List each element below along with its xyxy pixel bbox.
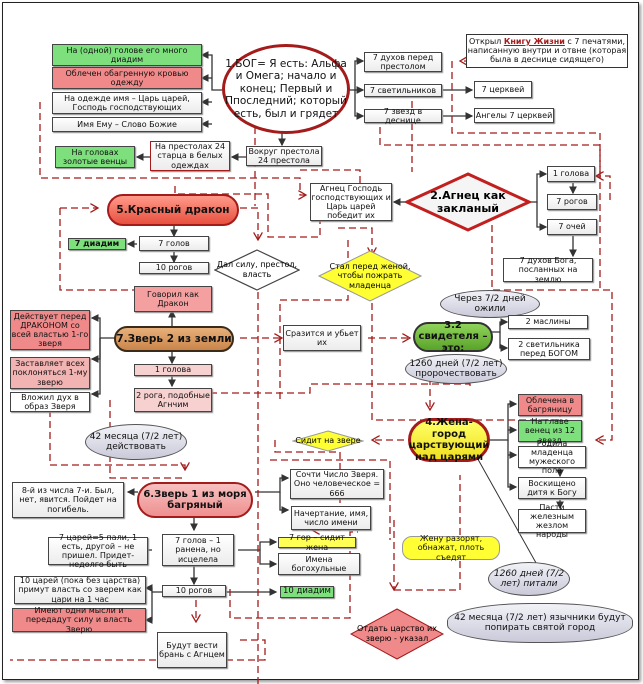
beast1-heads: 7 голов – 1 ранена, но исцелела [162, 534, 234, 566]
stood-before-woman: Стал перед женой, чтобы пожрать младенца [318, 250, 422, 302]
war-with-lamb: Будут вести брань с Агнцем [157, 632, 227, 668]
book-of-life-note: Открыл Книгу Жизни с 7 печатями, написан… [466, 34, 628, 68]
sits-on-beast: Сидит на звере [292, 430, 364, 452]
node-lamb[interactable]: 2.Агнец как закланый [405, 172, 531, 232]
god-attr-diadems: На (одной) голове его много диадим [52, 44, 202, 66]
node-beast-2-earth[interactable]: 7.Зверь 2 из земли [114, 326, 234, 352]
woman-1260-days: 1260 дней (7/2 лет) питали [488, 562, 570, 596]
give-kingdom-decision: Отдать царство их зверю - указал [350, 608, 444, 660]
dragon-diadems: 7 диадим [68, 238, 126, 250]
spoke-like-dragon: Говорил как Дракон [134, 286, 212, 312]
golden-crowns: На головах золотые венцы [55, 146, 135, 168]
lamb-title: 2.Агнец как закланый [430, 188, 506, 215]
two-lamps: 2 светильника перед БОГОМ [508, 338, 590, 360]
stood-text: Стал перед женой, чтобы пожрать младенца [329, 261, 411, 290]
god-attr-word: Имя Ему – Слово Божие [52, 117, 202, 132]
beast2-42-months: 42 месяца (7/2 лет) действовать [85, 424, 187, 460]
lamb-horns: 7 рогов [547, 194, 597, 210]
clothed-purple: Облечена в багряницу [518, 394, 582, 416]
gave-power-text: Дал силу, престол, власть [216, 260, 298, 279]
node-red-dragon[interactable]: 5.Красный дракон [107, 194, 239, 226]
book-highlight: Книгу Жизни [503, 37, 565, 46]
node-woman-city[interactable]: 4.Жена-город царствующий над царями [408, 417, 490, 463]
sits-text: Сидит на звере [295, 436, 361, 446]
seven-lamps: 7 светильников [364, 84, 442, 97]
gave-power-decision: Дал силу, престол, власть [214, 249, 300, 291]
two-olives: 2 маслины [508, 315, 588, 329]
beast1-horns: 10 рогов [162, 585, 226, 597]
beast2-horns: 2 рога, подобные Агнчим [134, 388, 212, 412]
elders-24: На престолах 24 старца в белых одеждах [150, 141, 230, 171]
number-666: Сочти Число Зверя. Оно человеческое = 66… [290, 469, 384, 499]
ten-kings: 10 царей (пока без царства) примут власт… [14, 576, 146, 604]
node-god[interactable]: 1.БОГ= Я есть: Альфа и Омега; начало и к… [222, 44, 350, 134]
book-suffix: с 7 печатями, написанную внутри и отвне … [467, 37, 627, 65]
bore-child: Родила младенца мужеского пола [518, 439, 586, 475]
god-attr-name-king: На одежде имя – Царь царей, Господь госп… [52, 92, 202, 114]
seven-stars: 7 звезд в деснице [364, 107, 442, 125]
forces-worship: Заставляет всех поклоняться 1-му зверю [10, 357, 90, 389]
dragon-horns: 10 рогов [139, 262, 209, 274]
book-prefix: Открыл [468, 37, 504, 46]
one-mind: Имеют одни мысли и передадут силу и влас… [12, 606, 146, 634]
beast2-head: 1 голова [134, 364, 212, 376]
blasphemous-names: Имена богохульные [278, 553, 360, 575]
witnesses-1260-days: 1260 дней (7/2 лет) пророчествовать [405, 354, 507, 384]
seven-kings: 7 царей=5 пали, 1 есть, другой – не приш… [48, 533, 148, 569]
give-kingdom-text: Отдать царство их зверю - указал [357, 624, 437, 643]
woman-ruined: Жену разорят, обнажат, плоть съедят [402, 534, 500, 562]
rule-iron-rod: Пасти железным жезлом народы [518, 503, 586, 539]
gentiles-42-months: 42 месяца (7/2 лет) язычники будут попир… [447, 603, 633, 643]
god-attr-robe: Облечен обагренную кровью одежду [52, 67, 202, 89]
seven-churches: 7 церквей [474, 81, 532, 98]
ten-diadems: 10 диадим [280, 586, 334, 598]
breathed-spirit: Вложил дух в образ Зверя [10, 392, 90, 412]
seven-mountains: 7 гор – сидит жена [278, 533, 356, 552]
fight-and-kill: Сразится и убьет их [283, 325, 361, 351]
eighth-of-seven: 8-й из числа 7-и. Был, нет, явится. Пойд… [12, 482, 124, 518]
angels-churches: Ангелы 7 церквей [474, 108, 554, 123]
crown-12-stars: На главе венец из 12 звезд [518, 417, 582, 445]
lamb-victory: Агнец Господь господствующих и Царь царе… [310, 183, 392, 221]
node-beast-1-sea[interactable]: 6.Зверь 1 из моря багряный [137, 482, 253, 518]
lamb-eyes: 7 очей [547, 219, 597, 235]
lamb-head: 1 голова [547, 166, 595, 182]
dragon-heads: 7 голов [139, 236, 209, 251]
mark-name: Начертание, имя, число имени [291, 506, 371, 530]
revived-after: Через 7/2 дней ожили [440, 290, 540, 318]
child-caught-up: Воскищено дитя к Богу [518, 477, 586, 499]
seven-spirits: 7 духов перед престолом [364, 52, 442, 72]
thrones-24: Вокруг престола 24 престола [246, 146, 322, 166]
node-two-witnesses[interactable]: 3.2 свидетеля – это: [413, 320, 493, 354]
lamb-spirits: 7 духов Бога, посланных на землю [503, 256, 593, 284]
acts-before-dragon: Действует перед ДРАКОНОМ со всей властью… [10, 310, 90, 350]
